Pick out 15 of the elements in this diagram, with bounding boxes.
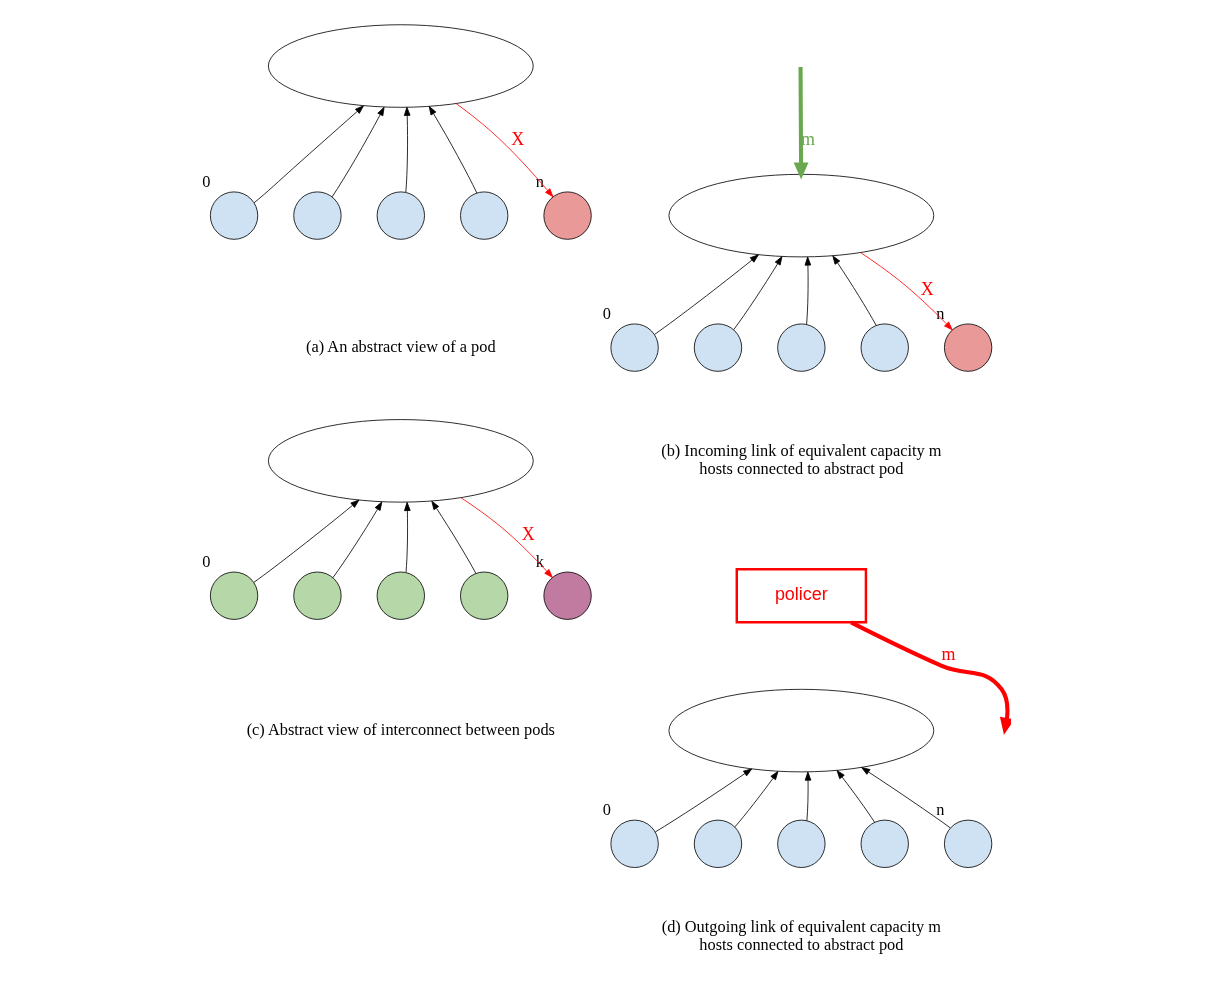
node-label: 0 [602,800,611,820]
node-label: n [936,800,945,820]
edge-label: X [521,524,535,545]
edge-label: m [941,644,956,665]
edge-label: X [920,278,934,299]
node-label: n [535,172,544,191]
node-label: 0 [202,552,211,572]
label: (c) Abstract view of interconnect between pods [246,719,555,739]
label: (b) Incoming link of equivalent capacity m hosts connected to abstract pod [661,440,942,478]
label: (a) An abstract view of a pod [306,336,496,356]
node-label: 0 [202,172,211,191]
label: (d) Outgoing link of equivalent capacity m hosts connected to abstract pod [661,917,942,955]
node-label: n [936,304,945,324]
edge-label: X [511,129,525,150]
node-label: 0 [602,304,611,324]
